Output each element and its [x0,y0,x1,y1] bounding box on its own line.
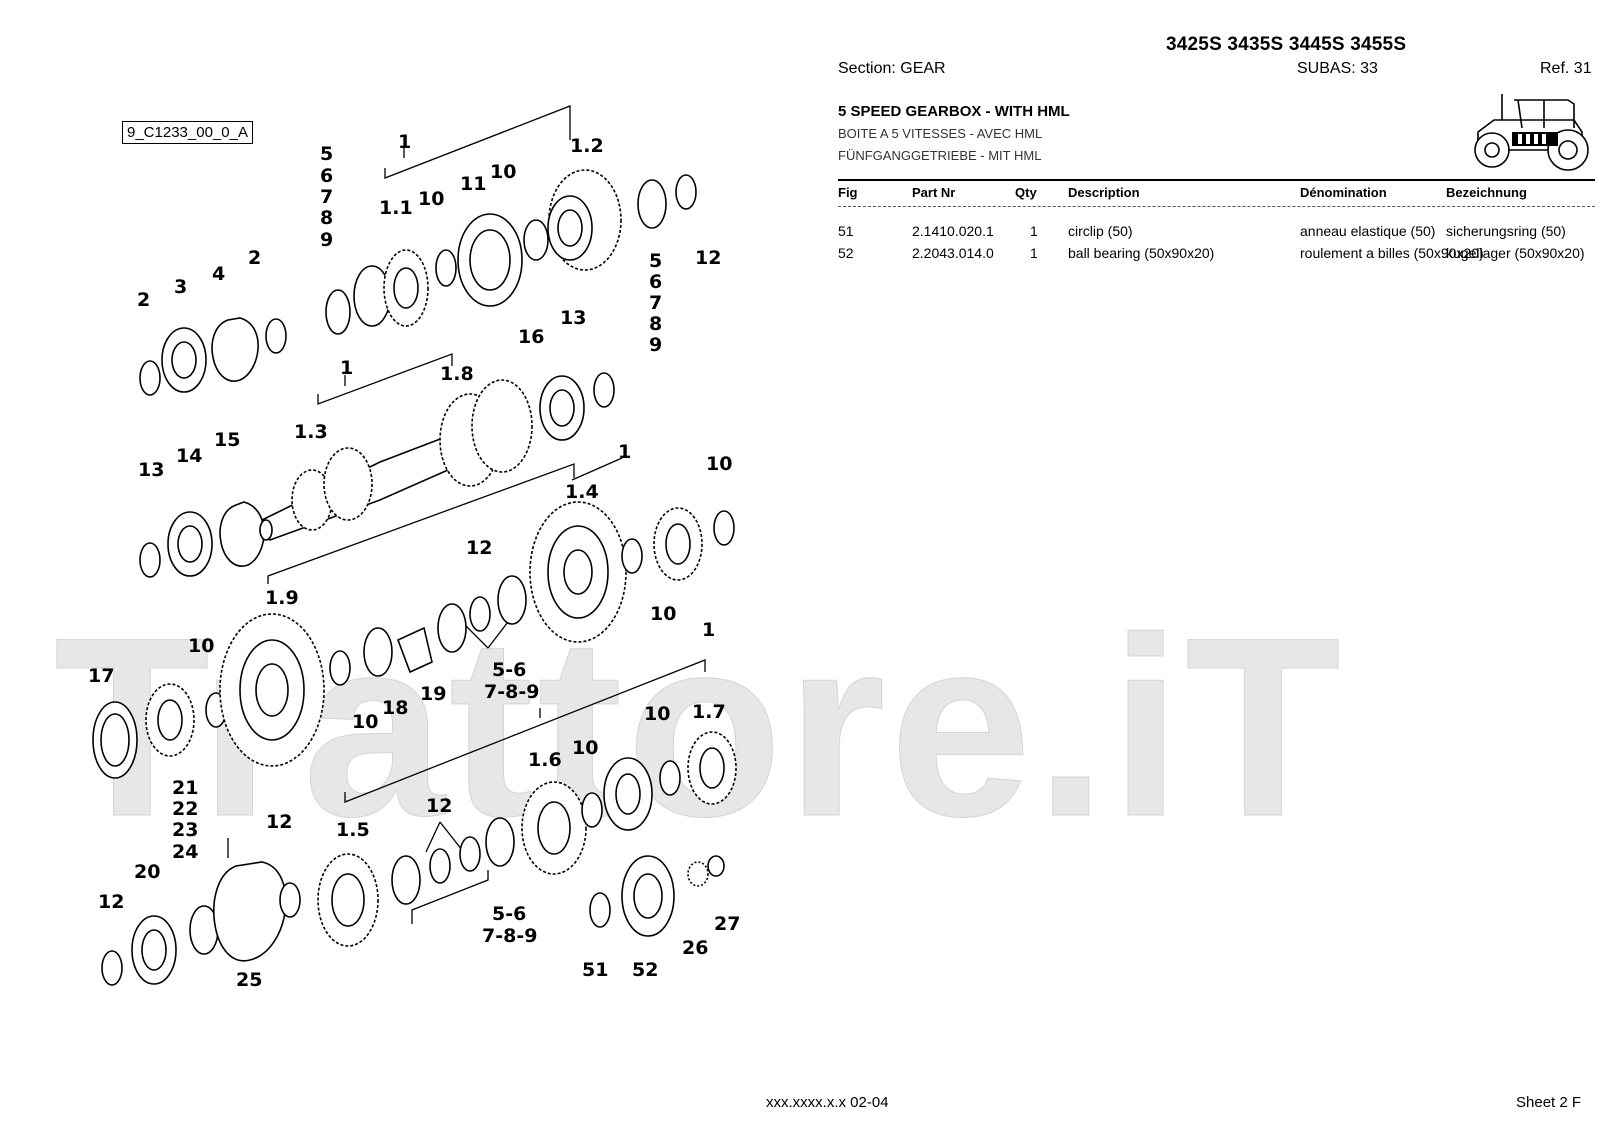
svg-text:24: 24 [172,841,198,863]
cell-bezeichnung: sicherungsring (50) [1446,223,1566,239]
svg-text:12: 12 [98,891,124,913]
svg-text:7: 7 [320,186,333,208]
svg-text:10: 10 [706,453,732,475]
svg-text:10: 10 [352,711,378,733]
svg-text:12: 12 [466,537,492,559]
svg-text:13: 13 [560,307,586,329]
svg-text:1: 1 [618,441,631,463]
svg-text:27: 27 [714,913,740,935]
table-header-rule [838,206,1595,207]
svg-text:20: 20 [134,861,160,883]
cell-part-nr: 2.1410.020.1 [912,223,994,239]
svg-text:25: 25 [236,969,262,991]
ref-label: Ref. 31 [1540,60,1592,77]
svg-text:2: 2 [137,289,150,311]
column-header-bezeichnung: Bezeichnung [1446,185,1527,200]
cell-denomination: anneau elastique (50) [1300,223,1436,239]
svg-text:9: 9 [649,334,662,356]
svg-text:3: 3 [174,276,187,298]
cell-denomination: roulement a billes (50x90x20) [1300,245,1484,261]
svg-text:10: 10 [572,737,598,759]
diagram-reference-code: 9_C1233_00_0_A [122,121,253,144]
svg-text:5-6: 5-6 [492,659,526,681]
svg-text:10: 10 [650,603,676,625]
svg-text:4: 4 [212,263,225,285]
svg-text:7-8-9: 7-8-9 [484,681,539,703]
svg-text:14: 14 [176,445,202,467]
section-label: Section: GEAR [838,60,946,77]
svg-text:1.6: 1.6 [528,749,562,771]
svg-text:12: 12 [266,811,292,833]
cell-fig: 52 [838,245,854,261]
svg-text:1: 1 [702,619,715,641]
sheet-number: Sheet 2 F [1516,1094,1582,1111]
subtitle-german: FÜNFGANGGETRIEBE - MIT HML [838,148,1042,163]
svg-text:15: 15 [214,429,240,451]
cell-description: ball bearing (50x90x20) [1068,245,1215,261]
svg-text:1.9: 1.9 [265,587,299,609]
svg-text:8: 8 [320,207,333,229]
svg-text:22: 22 [172,798,198,820]
svg-text:6: 6 [649,271,662,293]
svg-text:11: 11 [460,173,486,195]
cell-qty: 1 [1030,245,1038,261]
svg-text:19: 19 [420,683,446,705]
svg-text:8: 8 [649,313,662,335]
cell-part-nr: 2.2043.014.0 [912,245,994,261]
svg-text:5-6: 5-6 [492,903,526,925]
cell-fig: 51 [838,223,854,239]
svg-text:10: 10 [188,635,214,657]
cell-bezeichnung: kugellager (50x90x20) [1446,245,1585,261]
svg-text:2: 2 [248,247,261,269]
svg-text:23: 23 [172,819,198,841]
svg-text:12: 12 [426,795,452,817]
cell-description: circlip (50) [1068,223,1133,239]
tractor-icon [1474,94,1589,171]
svg-text:1.2: 1.2 [570,135,604,157]
svg-text:7: 7 [649,292,662,314]
page-title: 5 SPEED GEARBOX - WITH HML [838,103,1070,120]
svg-text:12: 12 [695,247,721,269]
document-code: xxx.xxxx.x.x 02-04 [766,1094,889,1111]
svg-text:1: 1 [340,357,353,379]
svg-text:52: 52 [632,959,658,981]
svg-text:1: 1 [398,131,411,153]
svg-text:1.5: 1.5 [336,819,370,841]
column-header-part-nr: Part Nr [912,185,956,200]
svg-text:1.3: 1.3 [294,421,328,443]
svg-text:6: 6 [320,165,333,187]
svg-text:1.4: 1.4 [565,481,599,503]
svg-text:1.8: 1.8 [440,363,474,385]
column-header-qty: Qty [1015,185,1037,200]
svg-text:9: 9 [320,229,333,251]
svg-text:10: 10 [490,161,516,183]
svg-text:10: 10 [418,188,444,210]
svg-text:18: 18 [382,697,408,719]
cell-qty: 1 [1030,223,1038,239]
svg-text:21: 21 [172,777,198,799]
svg-text:13: 13 [138,459,164,481]
column-header-fig: Fig [838,185,858,200]
svg-text:5: 5 [649,250,662,272]
subtitle-french: BOITE A 5 VITESSES - AVEC HML [838,126,1043,141]
svg-text:17: 17 [88,665,114,687]
subas-label: SUBAS: 33 [1297,60,1378,77]
svg-text:10: 10 [644,703,670,725]
column-header-denomination: Dénomination [1300,185,1387,200]
svg-text:7-8-9: 7-8-9 [482,925,537,947]
svg-text:1.1: 1.1 [379,197,413,219]
svg-text:51: 51 [582,959,608,981]
column-header-description: Description [1068,185,1140,200]
svg-text:16: 16 [518,326,544,348]
svg-text:26: 26 [682,937,708,959]
svg-text:1.7: 1.7 [692,701,726,723]
model-list: 3425S 3435S 3445S 3455S [1166,34,1407,55]
table-top-rule [838,179,1595,181]
svg-text:5: 5 [320,143,333,165]
